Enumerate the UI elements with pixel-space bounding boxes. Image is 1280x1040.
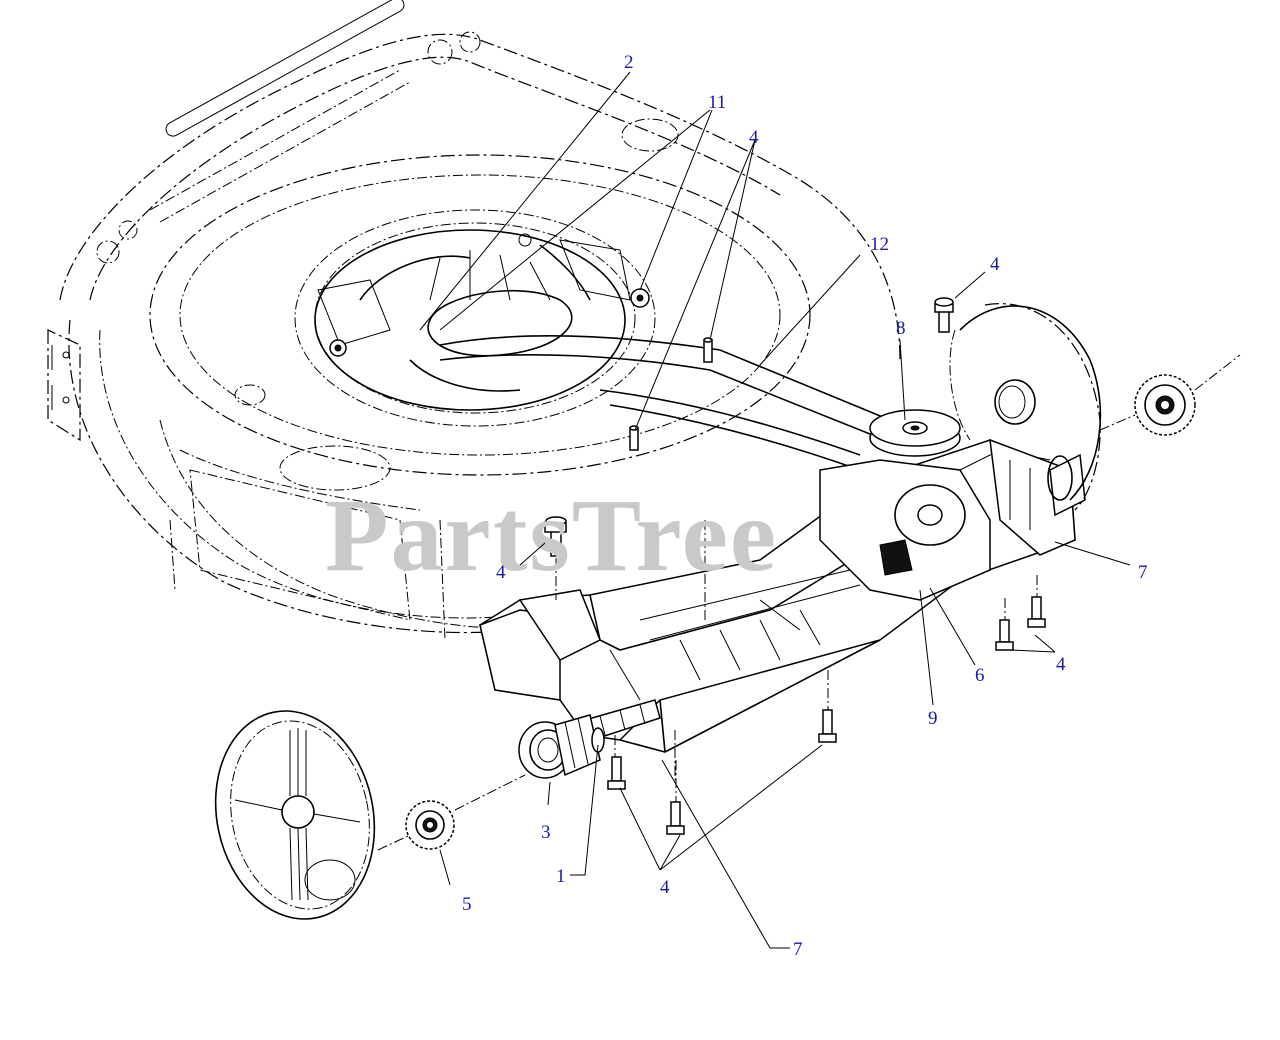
callout-4: 4 xyxy=(660,877,670,898)
callout-7: 7 xyxy=(793,939,803,960)
transmission-assembly xyxy=(479,409,1086,753)
callout-8: 8 xyxy=(896,318,906,339)
callout-5: 5 xyxy=(462,894,472,915)
drive-belt xyxy=(439,335,891,471)
mower-deck xyxy=(47,0,901,641)
callout-12: 12 xyxy=(870,234,889,255)
blade-adapter xyxy=(314,229,650,411)
bolt xyxy=(666,801,685,835)
bolt xyxy=(934,297,954,333)
watermark: PartsTree xyxy=(325,478,778,593)
callout-9: 9 xyxy=(928,708,938,729)
bolt xyxy=(995,619,1014,651)
callout-4: 4 xyxy=(749,127,759,148)
left-wheel xyxy=(214,710,376,920)
callout-4: 4 xyxy=(990,254,1000,275)
leader-lines xyxy=(419,71,1131,949)
callout-1: 1 xyxy=(556,866,566,887)
studs xyxy=(629,337,713,451)
callout-7: 7 xyxy=(1138,562,1148,583)
callout-2: 2 xyxy=(624,52,634,73)
callout-6: 6 xyxy=(975,665,985,686)
callout-4: 4 xyxy=(496,562,506,583)
callout-labels: 2 11 4 12 4 8 7 4 6 4 9 3 1 4 5 7 xyxy=(462,52,1148,960)
right-pinion-gear xyxy=(1099,354,1241,436)
bolt xyxy=(818,709,837,743)
bolt xyxy=(607,756,626,790)
callout-3: 3 xyxy=(541,822,551,843)
bearing xyxy=(518,714,605,779)
left-pinion-gear xyxy=(377,774,526,851)
callout-4: 4 xyxy=(1056,654,1066,675)
bolt xyxy=(1027,596,1046,628)
right-wheel xyxy=(949,303,1102,511)
bolt xyxy=(544,516,567,557)
callout-11: 11 xyxy=(708,92,726,113)
bolts xyxy=(544,297,1046,835)
